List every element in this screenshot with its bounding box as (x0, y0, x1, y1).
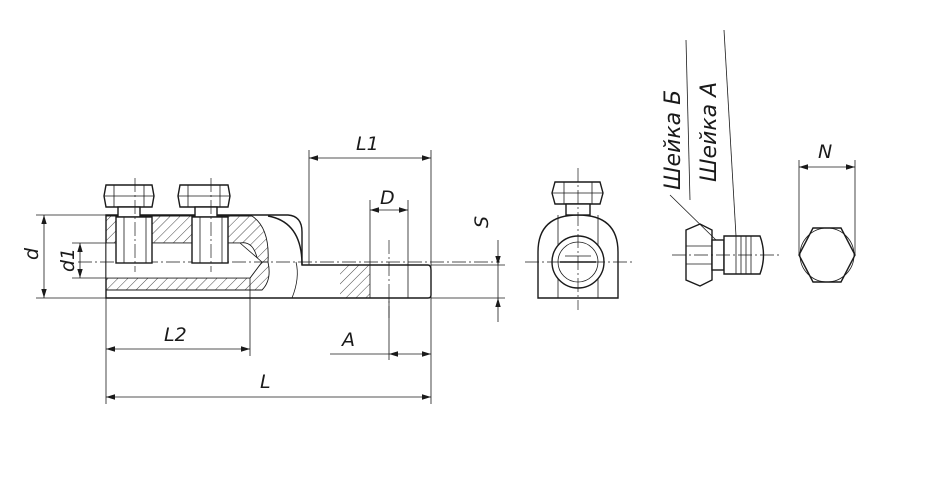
label-L1: L1 (356, 133, 379, 155)
leader-neck-b (669, 194, 717, 241)
label-L2: L2 (164, 324, 187, 346)
label-d1: d1 (57, 248, 79, 272)
bolt-detail-view: Шейка Б Шейка А (661, 29, 780, 287)
label-d: d (21, 247, 43, 260)
hex-head-view: N (798, 141, 856, 283)
bolt-2 (177, 178, 231, 272)
label-neck-a: Шейка А (697, 82, 722, 182)
leader-neck-a (723, 29, 737, 237)
bolt-1 (103, 178, 155, 272)
label-L: L (260, 371, 271, 393)
lug-side-view: d d1 L1 D S L2 A L (21, 133, 505, 404)
neck-transition (267, 215, 303, 266)
palm-section-hatch (340, 265, 370, 298)
label-N: N (818, 141, 832, 163)
label-neck-b: Шейка Б (661, 90, 686, 190)
label-A: A (340, 329, 355, 351)
lug-end-view (525, 168, 632, 310)
barrel-outline (105, 214, 432, 299)
label-S: S (471, 216, 493, 228)
label-D: D (380, 187, 395, 209)
